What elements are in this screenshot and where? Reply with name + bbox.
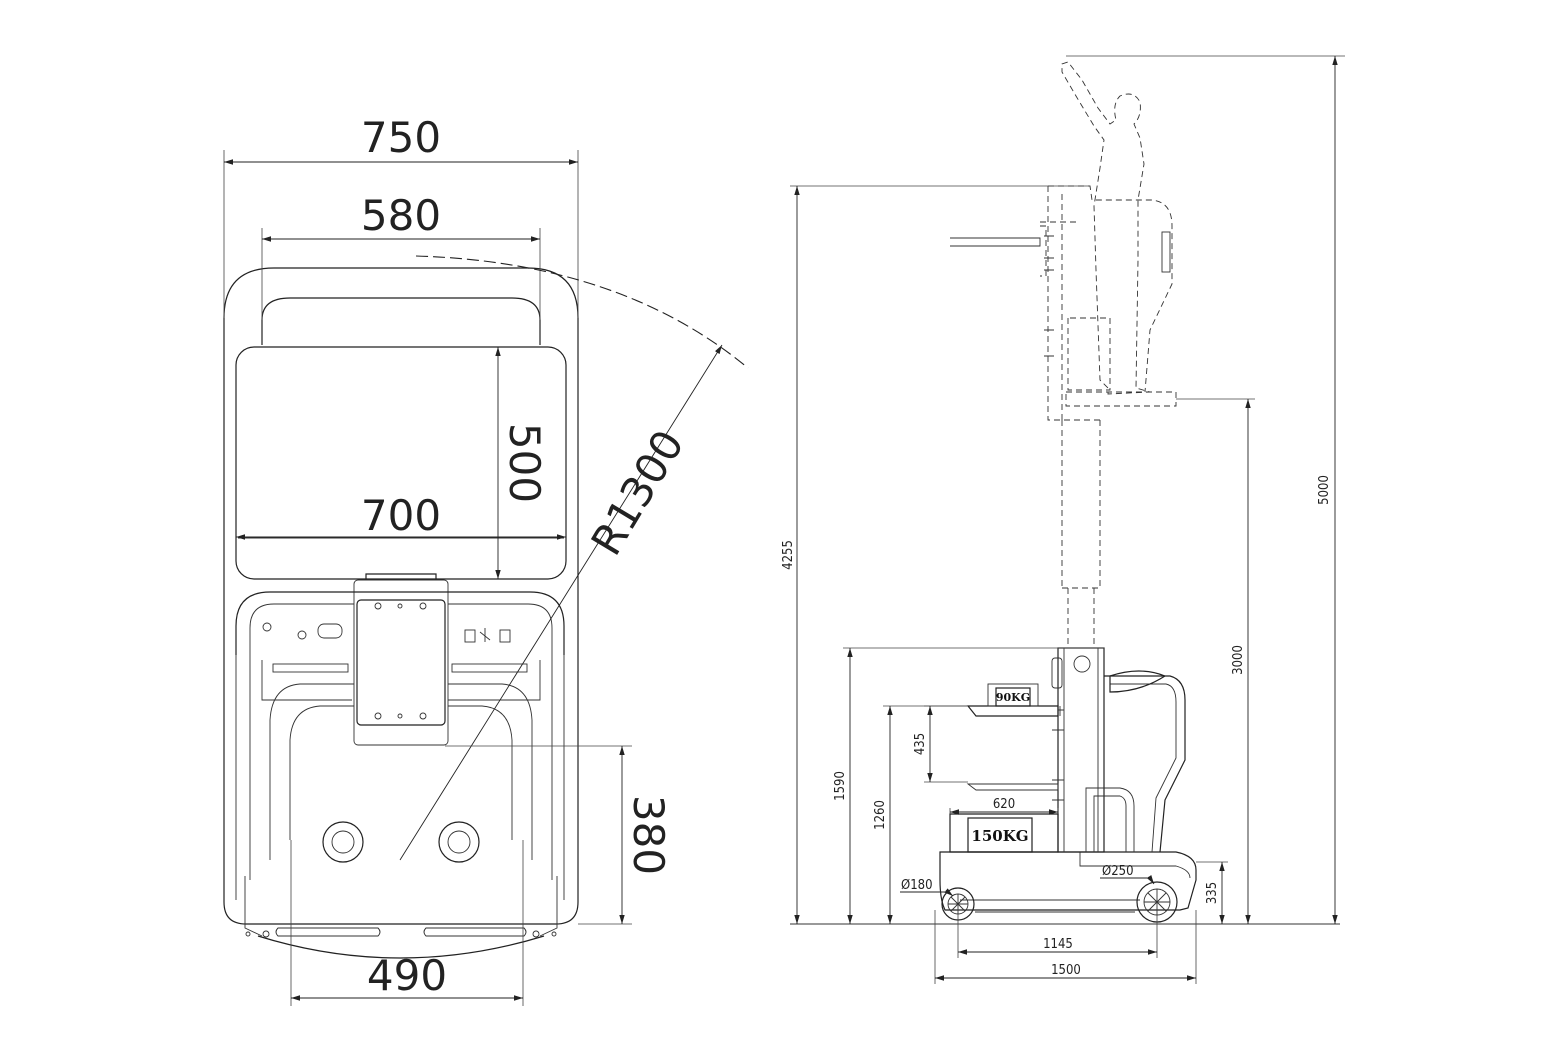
dim-1590: 1590	[833, 771, 848, 801]
dim-580: 580	[361, 191, 441, 240]
dim-small-wheel: Ø180	[901, 878, 933, 893]
base-inner	[269, 683, 533, 860]
guard-rail	[261, 297, 541, 345]
side-view: 90KG 150KG 5000 4255 3000 1590	[781, 55, 1345, 984]
dim-1500: 1500	[1051, 963, 1081, 978]
caster-right	[438, 821, 480, 863]
dim-750: 750	[361, 113, 441, 162]
rear-bumper	[257, 935, 545, 959]
dim-3000: 3000	[1231, 645, 1246, 675]
load-90kg-label: 90KG	[996, 691, 1030, 704]
upper-tray	[966, 705, 1059, 717]
handle-frame	[235, 591, 565, 655]
load-150kg-label: 150KG	[971, 827, 1028, 845]
dim-700: 700	[361, 491, 441, 540]
extended-mast	[1061, 420, 1101, 648]
top-view: 750 580 500 700 R1300 380 490	[223, 113, 749, 1006]
dim-1145: 1145	[1043, 937, 1073, 952]
dim-380: 380	[624, 795, 673, 875]
caster-left	[322, 821, 364, 863]
operator-figure	[1061, 61, 1151, 395]
dim-large-wheel: Ø250	[1102, 864, 1134, 879]
dim-1260: 1260	[873, 800, 888, 830]
dim-435: 435	[913, 733, 928, 755]
swing-radius-arc	[415, 255, 749, 369]
control-panel	[356, 599, 446, 726]
lower-mast	[1057, 647, 1105, 853]
raised-platform	[1040, 185, 1177, 421]
chassis-outline	[223, 267, 579, 925]
dim-490: 490	[367, 951, 447, 1000]
dim-500: 500	[500, 423, 549, 503]
dim-5000: 5000	[1317, 475, 1332, 505]
dim-r1300: R1300	[582, 422, 694, 564]
load-90kg	[995, 687, 1031, 707]
side-handle	[1104, 675, 1186, 853]
load-150kg	[967, 817, 1033, 853]
dim-335: 335	[1205, 882, 1220, 904]
dim-4255: 4255	[781, 540, 796, 570]
side-base	[939, 851, 1197, 911]
control-box	[365, 573, 437, 580]
platform	[235, 346, 567, 580]
dim-620: 620	[993, 797, 1015, 812]
